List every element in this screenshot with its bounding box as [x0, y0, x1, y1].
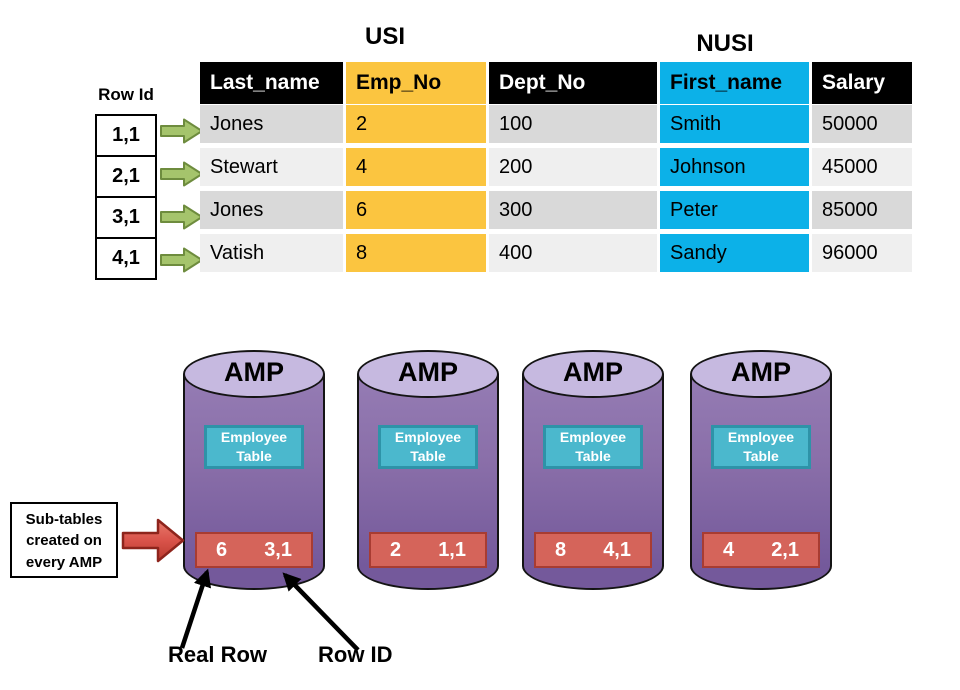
- real-row-value: 2: [390, 538, 402, 561]
- employee-table-box-label: Employee Table: [727, 429, 795, 464]
- table-cell: 100: [489, 105, 657, 143]
- annotation-arrows: [179, 568, 360, 652]
- column-header-last-name: Last_name: [200, 62, 343, 104]
- cylinder-top: [357, 350, 499, 398]
- row-id-value: 3,1: [264, 538, 292, 561]
- table-cell: 400: [489, 234, 657, 272]
- green-arrow-icon: [160, 161, 203, 187]
- table-cell: 85000: [812, 191, 912, 229]
- employee-table-box-label: Employee Table: [394, 429, 462, 464]
- nusi-title: NUSI: [696, 30, 754, 57]
- row-id-arrow: [282, 572, 360, 652]
- row-id-box: 4,1: [95, 237, 157, 280]
- column-header-dept-no: Dept_No: [489, 62, 657, 104]
- table-cell: 2: [346, 105, 486, 143]
- table-cell: 6: [346, 191, 486, 229]
- real-row-value: 4: [723, 538, 735, 561]
- green-arrow-icon: [160, 118, 203, 144]
- row-id-boxes: 1,1 2,1 3,1 4,1: [95, 114, 157, 280]
- callout-line: every AMP: [25, 553, 103, 571]
- employee-table-box: Employee Table: [378, 425, 478, 469]
- subtable-row-box: 6 3,1: [195, 532, 313, 568]
- table-cell: Stewart: [200, 148, 343, 186]
- row-id-value: 2,1: [771, 538, 799, 561]
- amp-cylinder: AMP Employee Table 8 4,1: [522, 350, 664, 590]
- row-id-box: 2,1: [95, 155, 157, 198]
- table-cell: 50000: [812, 105, 912, 143]
- usi-title: USI: [364, 23, 405, 50]
- row-id-value: 1,1: [438, 538, 466, 561]
- cylinder-top: [690, 350, 832, 398]
- real-row-label: Real Row: [168, 642, 268, 667]
- subtable-row-box: 8 4,1: [534, 532, 652, 568]
- table-cell: Smith: [660, 105, 809, 143]
- green-arrow-icon: [160, 247, 203, 273]
- table-cell: 96000: [812, 234, 912, 272]
- row-id-label: Row ID: [318, 642, 393, 667]
- employee-table-box: Employee Table: [204, 425, 304, 469]
- cylinder-top: [522, 350, 664, 398]
- amp-title: AMP: [224, 357, 284, 387]
- subtables-callout: Sub-tables created on every AMP: [10, 502, 118, 578]
- table-cell: Peter: [660, 191, 809, 229]
- table-cell: 8: [346, 234, 486, 272]
- employee-table-box-label: Employee Table: [559, 429, 627, 464]
- table-cell: Jones: [200, 191, 343, 229]
- table-cell: Vatish: [200, 234, 343, 272]
- table-cell: Jones: [200, 105, 343, 143]
- table-cell: 200: [489, 148, 657, 186]
- callout-line: Sub-tables: [25, 511, 103, 528]
- subtable-row-box: 4 2,1: [702, 532, 820, 568]
- amp-title: AMP: [398, 357, 458, 387]
- cylinder-top: [183, 350, 325, 398]
- row-id-column-label: Row Id: [98, 85, 154, 104]
- amp-title: AMP: [731, 357, 791, 387]
- amp-cylinder: AMP Employee Table 6 3,1: [183, 350, 325, 590]
- column-header-salary: Salary: [812, 62, 912, 104]
- row-id-value: 4,1: [603, 538, 631, 561]
- subtable-row-box: 2 1,1: [369, 532, 487, 568]
- red-block-arrow-icon: [121, 518, 185, 563]
- employee-table-box: Employee Table: [711, 425, 811, 469]
- real-row-value: 8: [555, 538, 567, 561]
- table-cell: Johnson: [660, 148, 809, 186]
- real-row-value: 6: [216, 538, 228, 561]
- callout-line: created on: [26, 532, 102, 550]
- real-row-arrow: [179, 568, 212, 649]
- amp-cylinder: AMP Employee Table 4 2,1: [690, 350, 832, 590]
- employee-table-box: Employee Table: [543, 425, 643, 469]
- employee-table-box-label: Employee Table: [220, 429, 288, 464]
- column-header-first-name: First_name: [660, 62, 809, 104]
- green-arrow-icon: [160, 204, 203, 230]
- table-cell: 4: [346, 148, 486, 186]
- table-cell: 45000: [812, 148, 912, 186]
- amp-title: AMP: [563, 357, 623, 387]
- column-header-emp-no: Emp_No: [346, 62, 486, 104]
- table-cell: 300: [489, 191, 657, 229]
- amp-cylinder: AMP Employee Table 2 1,1: [357, 350, 499, 590]
- row-id-box: 3,1: [95, 196, 157, 239]
- table-cell: Sandy: [660, 234, 809, 272]
- row-id-box: 1,1: [95, 114, 157, 157]
- employee-table: Last_name Emp_No Dept_No First_name Sala…: [200, 62, 912, 272]
